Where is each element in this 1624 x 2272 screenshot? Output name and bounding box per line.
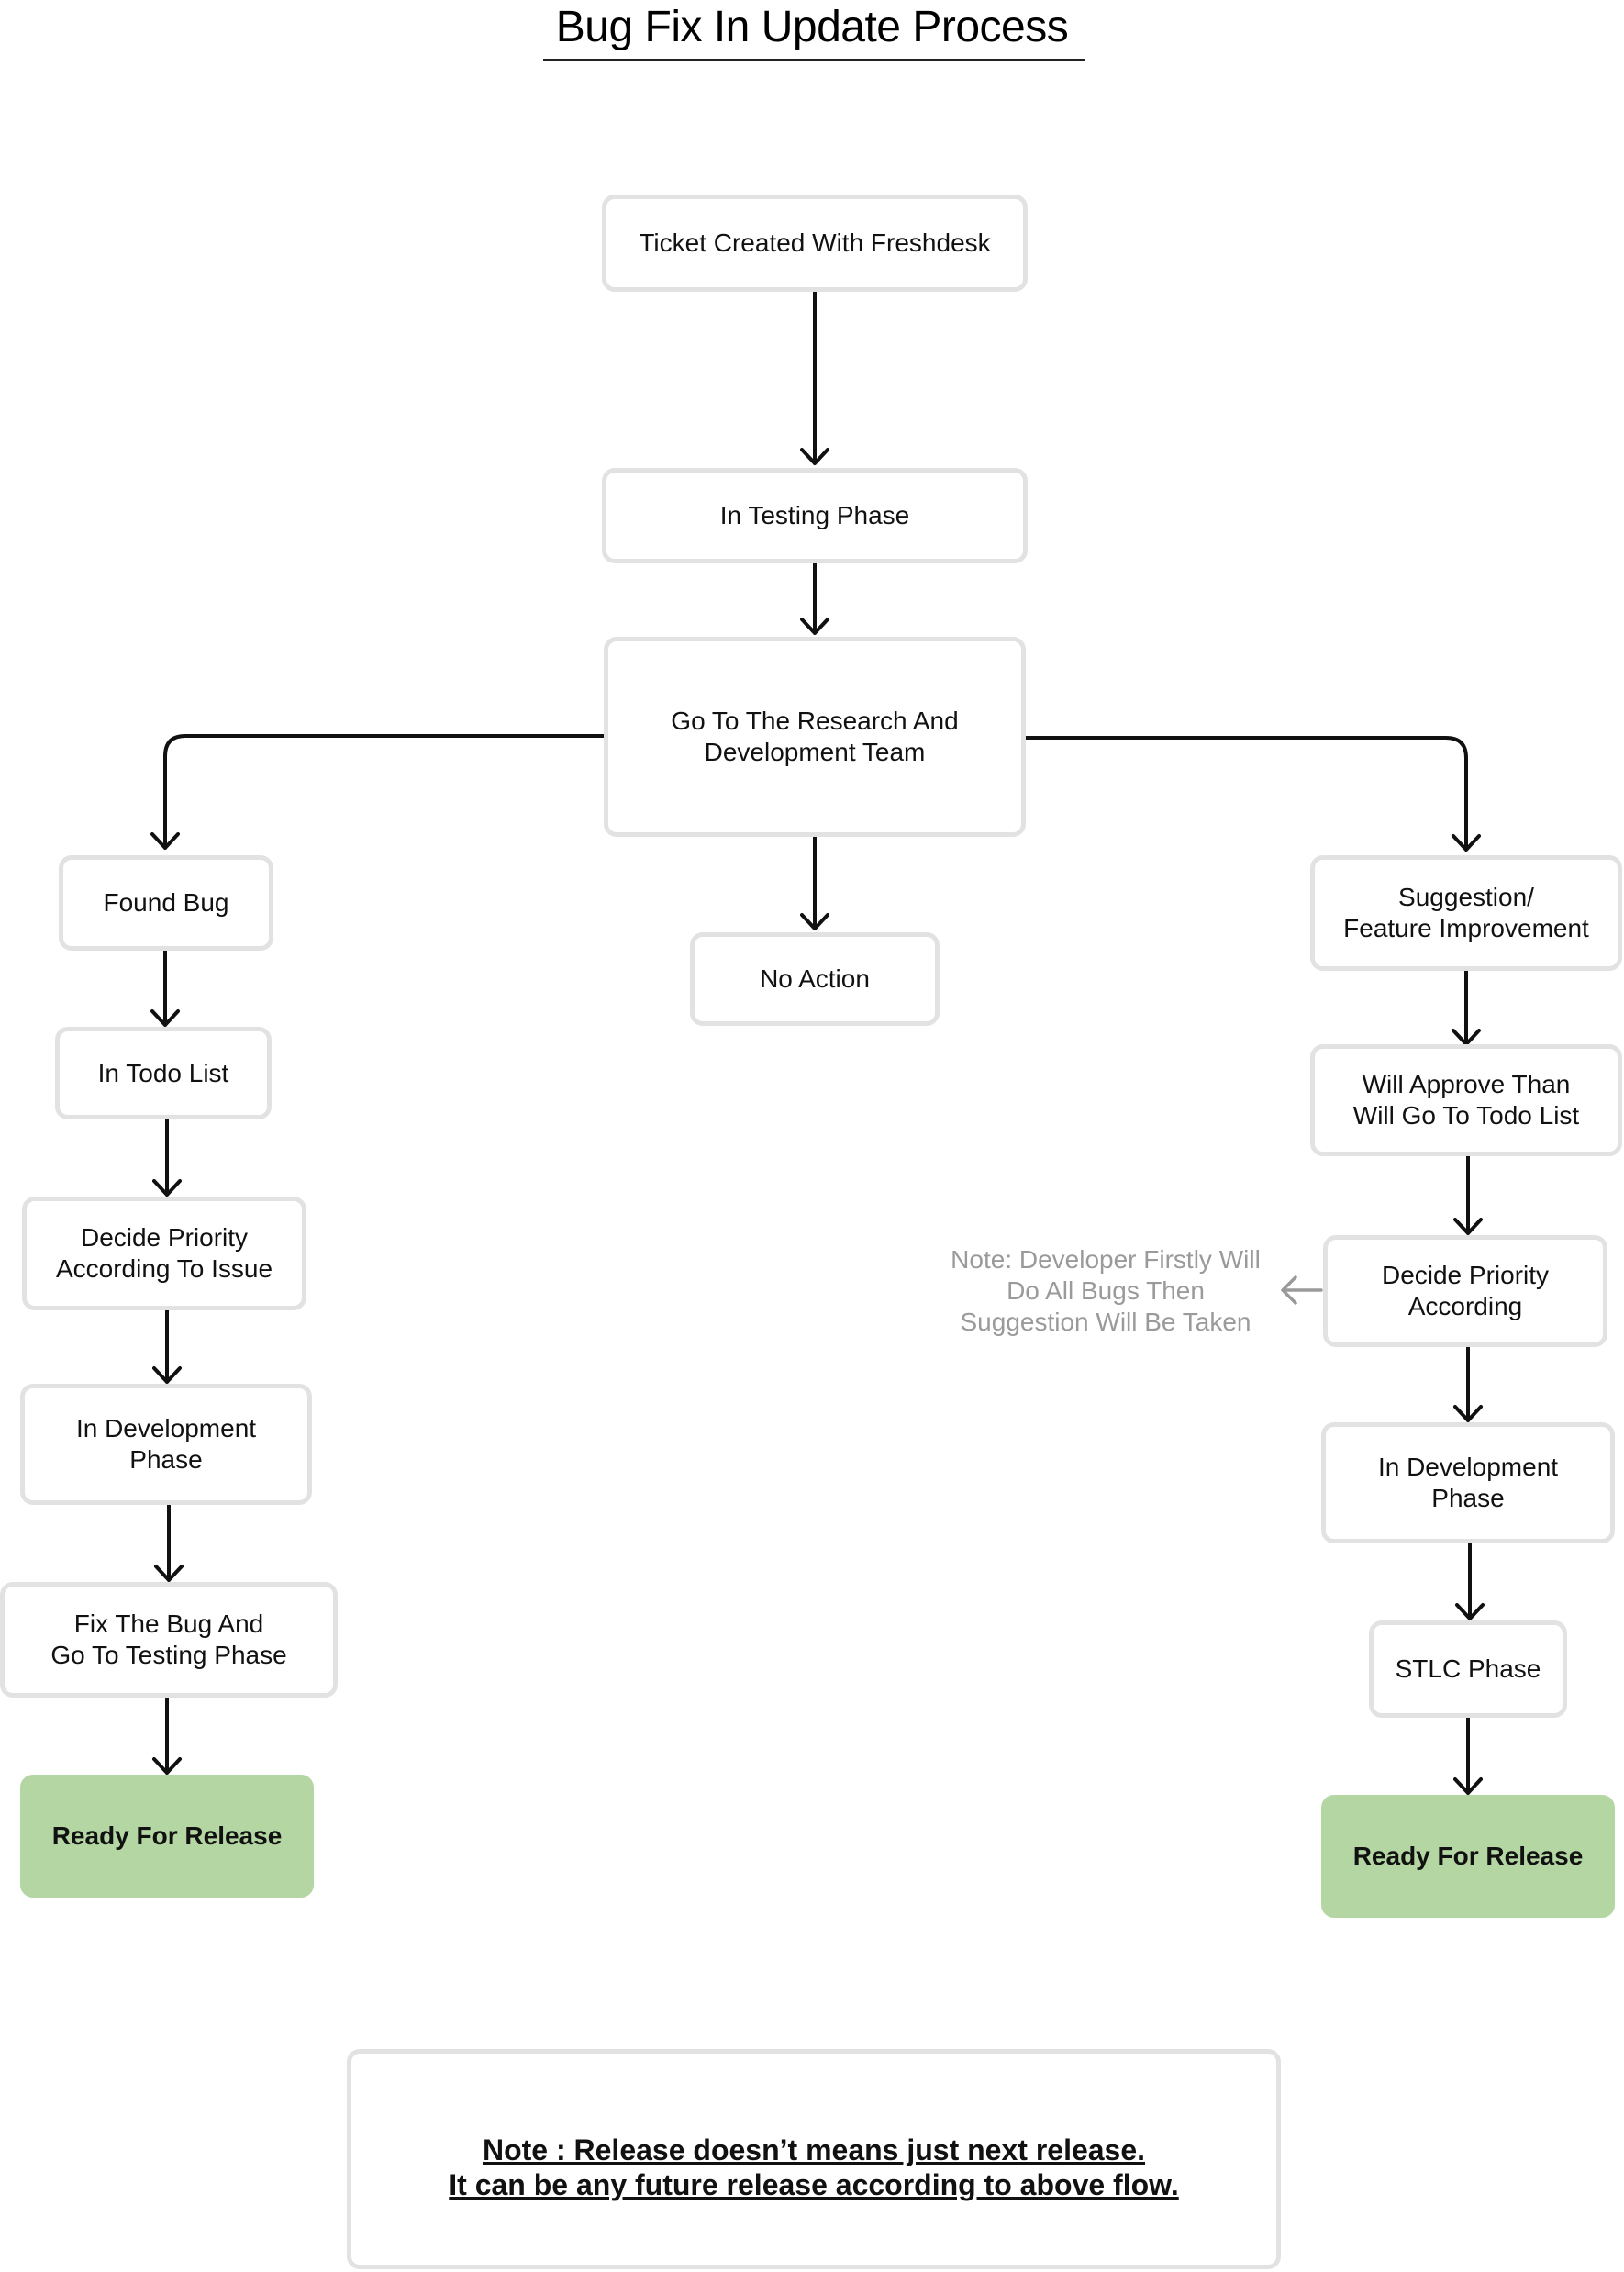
edge-stlc-to-release xyxy=(1453,1716,1483,1795)
node-suggestion: Suggestion/ Feature Improvement xyxy=(1310,855,1622,971)
node-development-left: In Development Phase xyxy=(20,1384,312,1505)
node-development-right: In Development Phase xyxy=(1321,1422,1615,1543)
node-decide-priority-issue: Decide Priority According To Issue xyxy=(22,1197,306,1310)
title-underline xyxy=(543,59,1085,61)
edge-fix-to-release xyxy=(152,1696,182,1775)
release-note-box: Note : Release doesn’t means just next r… xyxy=(347,2049,1281,2269)
edge-ticket-to-testing xyxy=(800,290,829,465)
edge-dev-to-fix xyxy=(154,1503,184,1582)
edge-approve-to-decide xyxy=(1453,1154,1483,1235)
release-note-line-1: Note : Release doesn’t means just next r… xyxy=(482,2133,1146,2166)
edge-note-arrow xyxy=(1281,1275,1323,1305)
diagram-title: Bug Fix In Update Process xyxy=(555,3,1069,51)
edge-suggestion-to-approve xyxy=(1452,969,1481,1046)
node-found-bug: Found Bug xyxy=(59,855,273,951)
node-no-action: No Action xyxy=(690,932,940,1026)
edge-testing-to-research xyxy=(800,562,829,635)
node-ticket-created: Ticket Created With Freshdesk xyxy=(602,195,1028,292)
edge-research-to-foundbug xyxy=(150,734,606,850)
node-decide-priority-according: Decide Priority According xyxy=(1323,1235,1607,1347)
node-release-right: Ready For Release xyxy=(1321,1795,1615,1918)
edge-foundbug-to-todo xyxy=(150,949,180,1027)
node-research-team: Go To The Research And Development Team xyxy=(604,637,1026,837)
release-note-text: Note : Release doesn’t means just next r… xyxy=(351,2133,1276,2202)
edge-dev-to-stlc xyxy=(1455,1542,1485,1620)
node-approve-todo: Will Approve Than Will Go To Todo List xyxy=(1310,1044,1622,1156)
node-stlc-phase: STLC Phase xyxy=(1369,1620,1567,1718)
edge-research-to-noaction xyxy=(800,835,829,930)
release-note-line-2: It can be any future release according t… xyxy=(449,2168,1179,2201)
node-release-left: Ready For Release xyxy=(20,1775,314,1898)
node-testing-phase: In Testing Phase xyxy=(602,468,1028,563)
node-fix-bug: Fix The Bug And Go To Testing Phase xyxy=(0,1582,338,1698)
node-todo-list: In Todo List xyxy=(55,1027,272,1119)
edge-decide-to-dev-right xyxy=(1453,1345,1483,1422)
edge-research-to-suggestion xyxy=(1024,736,1481,852)
edge-decide-to-dev xyxy=(152,1309,182,1384)
edge-todo-to-decide xyxy=(152,1118,182,1197)
developer-priority-note: Note: Developer Firstly Will Do All Bugs… xyxy=(951,1245,1261,1336)
